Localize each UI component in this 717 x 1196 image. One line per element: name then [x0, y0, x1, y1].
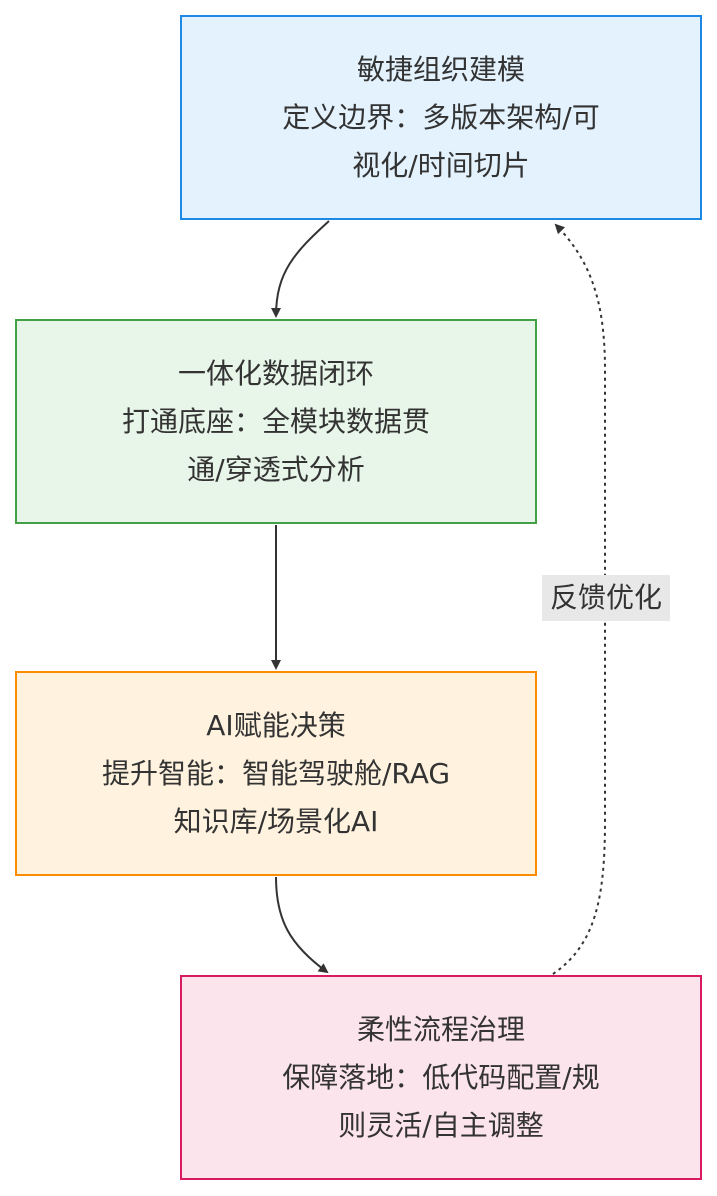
node-text: 提升智能：智能驾驶舱/RAG — [101, 756, 451, 790]
node-text: 打通底座：全模块数据贯 — [121, 404, 430, 438]
node-title: AI赋能决策 — [206, 708, 346, 742]
node-integrated-data-loop: 一体化数据闭环 打通底座：全模块数据贯 通/穿透式分析 — [15, 319, 537, 524]
edge-process-to-org-feedback — [552, 223, 606, 975]
edge-label-feedback: 反馈优化 — [542, 575, 670, 621]
node-agile-org-modeling: 敏捷组织建模 定义边界：多版本架构/可 视化/时间切片 — [180, 15, 702, 220]
node-text: 知识库/场景化AI — [173, 804, 379, 838]
edge-org-to-data — [271, 220, 330, 318]
node-title: 敏捷组织建模 — [356, 52, 525, 86]
node-ai-empowered-decision: AI赋能决策 提升智能：智能驾驶舱/RAG 知识库/场景化AI — [15, 671, 537, 876]
node-title: 柔性流程治理 — [356, 1012, 525, 1046]
node-title: 一体化数据闭环 — [177, 356, 374, 390]
node-text: 保障落地：低代码配置/规 — [282, 1060, 600, 1094]
node-text: 定义边界：多版本架构/可 — [282, 100, 600, 134]
node-text: 视化/时间切片 — [352, 148, 530, 182]
node-text: 则灵活/自主调整 — [338, 1108, 544, 1142]
edge-ai-to-process — [275, 876, 329, 974]
node-flexible-process-governance: 柔性流程治理 保障落地：低代码配置/规 则灵活/自主调整 — [180, 975, 702, 1180]
node-text: 通/穿透式分析 — [187, 452, 365, 486]
